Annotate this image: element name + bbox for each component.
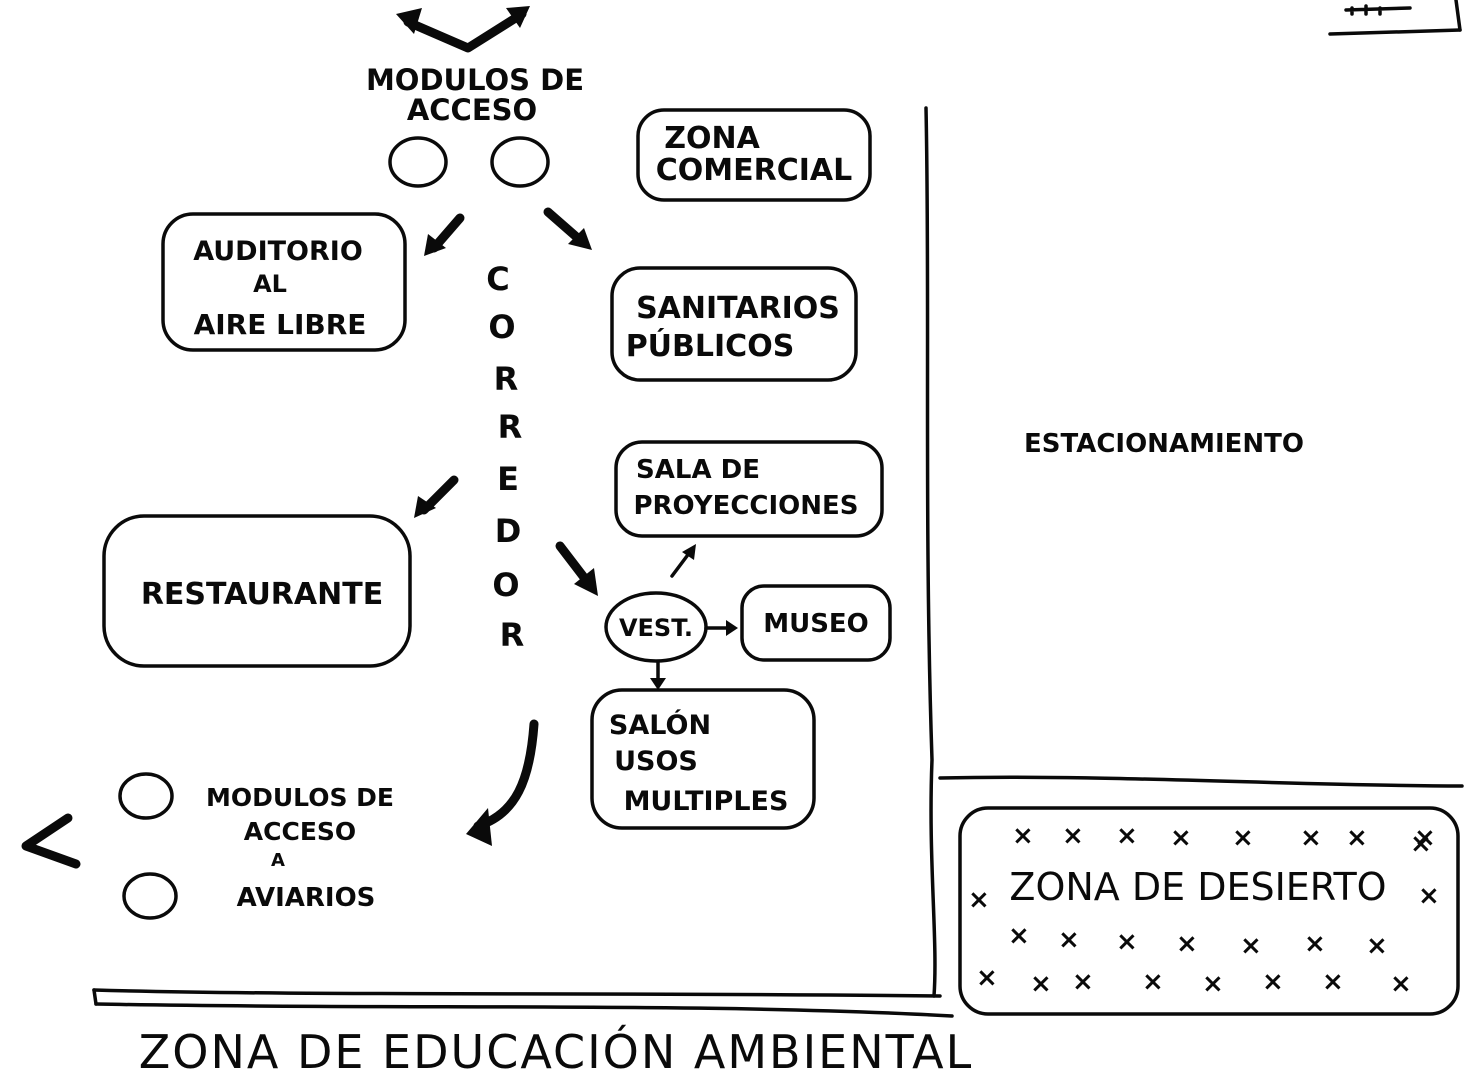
restrooms-box [610,266,858,382]
desert-mark: × [968,885,990,915]
title-block-corner-mark [1328,0,1462,36]
restaurant-label: RESTAURANTE [141,577,383,612]
corridor-letter: R [494,360,519,398]
aviary-access-label-2: ACCESO [244,817,356,846]
desert-mark: × [1008,921,1030,951]
entry-module-circle-left [388,136,448,188]
corridor-letter: R [498,408,523,446]
aviary-access-label-4: AVIARIOS [237,883,376,913]
aviary-access-label-1: MODULOS DE [206,783,394,812]
desert-mark: × [976,963,998,993]
auditorium-label-2: AL [253,270,287,298]
desert-mark: × [1116,821,1138,851]
desert-mark: × [1012,821,1034,851]
restaurant-box [102,514,412,668]
desert-mark: × [1062,821,1084,851]
auditorium-label-1: AUDITORIO [193,236,363,267]
parking-label: ESTACIONAMIENTO [1024,429,1304,459]
multipurpose-hall-label-2: USOS [614,746,698,777]
aviary-module-circle-bottom [122,872,178,920]
desert-marks: × × × × × × × × × × × × × × × × × × × × … [968,821,1440,999]
desert-mark: × [1322,967,1344,997]
multipurpose-hall-box [590,688,816,830]
projection-room-label-1: SALA DE [636,455,760,485]
environmental-zone-boundary-top [92,988,942,998]
corridor-letter: O [488,308,515,346]
commercial-zone-label-1: ZONA [664,121,760,156]
arrow-to-vestibule [555,541,598,596]
corridor-label: C O R R E D O R [486,260,524,654]
projection-room-box [614,440,884,538]
corridor-letter: D [495,512,522,550]
restrooms-label-1: SANITARIOS [636,291,840,326]
desert-mark: × [1170,823,1192,853]
commercial-zone-label-2: COMERCIAL [656,153,852,188]
arrow-to-projection-room [670,544,696,578]
desert-mark: × [1262,967,1284,997]
auditorium-label-3: AIRE LIBRE [194,308,367,341]
right-horizontal-divider [938,775,1464,788]
desert-zone-box [958,806,1460,1016]
arrow-to-museum [704,620,738,636]
commercial-zone-box [636,108,872,202]
environmental-zone-boundary-bottom [94,1002,954,1018]
corridor-letter: R [500,616,525,654]
desert-mark: × [1058,925,1080,955]
arrow-to-restaurant [414,475,459,518]
environmental-zone-label: ZONA DE EDUCACIÓN AMBIENTAL [139,1025,974,1079]
museum-label: MUSEO [763,609,869,639]
entry-modules-label-1: MODULOS DE [366,63,584,97]
arrow-to-aviary-access [466,719,539,846]
arrow-to-restrooms [543,207,592,250]
aviary-access-label-3: A [271,850,285,871]
desert-mark: × [1116,927,1138,957]
left-exit-arrow [21,813,81,869]
aviary-module-circle-top [118,772,174,820]
corridor-letter: O [492,566,519,604]
museum-box [740,584,892,662]
corridor-letter: C [486,260,509,298]
desert-mark: × [1202,969,1224,999]
arrow-to-auditorium [424,213,465,256]
vertical-divider [924,106,937,998]
top-entry-arrow [396,6,530,53]
arrow-to-multipurpose-hall [650,660,666,690]
desert-mark: × [1240,931,1262,961]
projection-room-label-2: PROYECCIONES [633,491,858,521]
vestibule-label: VEST. [619,614,693,642]
multipurpose-hall-label-3: MULTIPLES [624,786,789,817]
desert-mark: × [1300,823,1322,853]
desert-mark: × [1142,967,1164,997]
desert-mark: × [1232,823,1254,853]
entry-modules-label-2: ACCESO [407,93,537,127]
multipurpose-hall-label-1: SALÓN [609,709,711,741]
desert-mark: × [1366,931,1388,961]
desert-mark: × [1176,929,1198,959]
desert-mark: × [1346,823,1368,853]
desert-mark: × [1072,967,1094,997]
desert-mark: × [1414,823,1436,853]
desert-zone-label: ZONA DE DESIERTO [1009,865,1386,909]
corridor-letter: E [497,460,519,498]
restrooms-label-2: PÚBLICOS [626,327,795,364]
desert-mark: × [1390,969,1412,999]
desert-mark: × [1030,969,1052,999]
auditorium-box [161,212,407,352]
desert-mark: × [1418,881,1440,911]
entry-module-circle-right [490,136,550,188]
desert-mark: × [1304,929,1326,959]
desert-mark: × [1410,829,1432,859]
boundary-left-cap [92,988,98,1006]
